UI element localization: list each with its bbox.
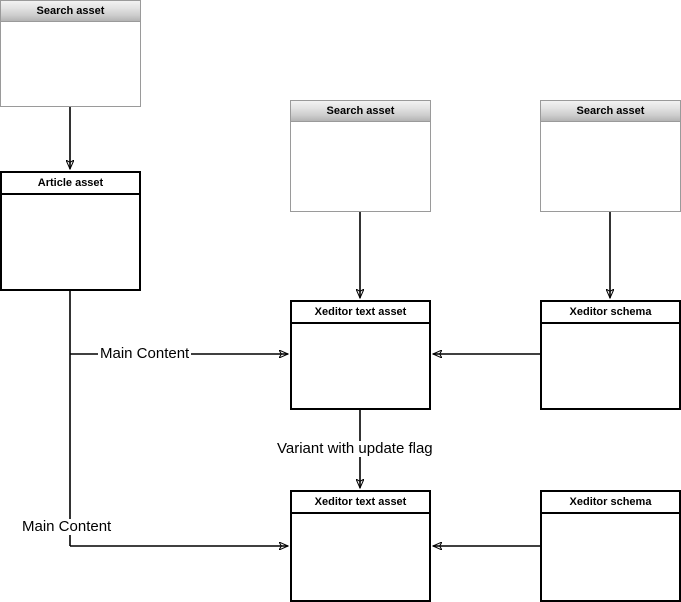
node-xeditor-schema-bottom[interactable]: Xeditor schema	[540, 490, 681, 602]
node-header-label: Search asset	[291, 101, 430, 122]
node-header-label: Xeditor schema	[542, 492, 679, 514]
node-article-asset[interactable]: Article asset	[0, 171, 141, 291]
node-search-asset-right[interactable]: Search asset	[540, 100, 681, 212]
node-body	[542, 324, 679, 408]
node-xeditor-text-asset-mid[interactable]: Xeditor text asset	[290, 300, 431, 410]
node-xeditor-text-asset-bottom[interactable]: Xeditor text asset	[290, 490, 431, 602]
node-header-label: Article asset	[2, 173, 139, 195]
node-header-label: Xeditor schema	[542, 302, 679, 324]
node-header-label: Xeditor text asset	[292, 302, 429, 324]
edge-label-main-content-top: Main Content	[98, 345, 192, 362]
node-body	[291, 122, 430, 211]
edge-label-variant-with-update-flag: Variant with update flag	[275, 440, 435, 457]
node-header-label: Search asset	[1, 1, 140, 22]
node-header-label: Xeditor text asset	[292, 492, 429, 514]
node-body	[292, 514, 429, 600]
edge-label-main-content-bottom: Main Content	[20, 518, 114, 535]
node-search-asset-left[interactable]: Search asset	[0, 0, 141, 107]
node-body	[1, 22, 140, 106]
node-body	[2, 195, 139, 289]
node-xeditor-schema-mid[interactable]: Xeditor schema	[540, 300, 681, 410]
node-body	[541, 122, 680, 211]
node-search-asset-mid[interactable]: Search asset	[290, 100, 431, 212]
node-header-label: Search asset	[541, 101, 680, 122]
node-body	[542, 514, 679, 600]
node-body	[292, 324, 429, 408]
